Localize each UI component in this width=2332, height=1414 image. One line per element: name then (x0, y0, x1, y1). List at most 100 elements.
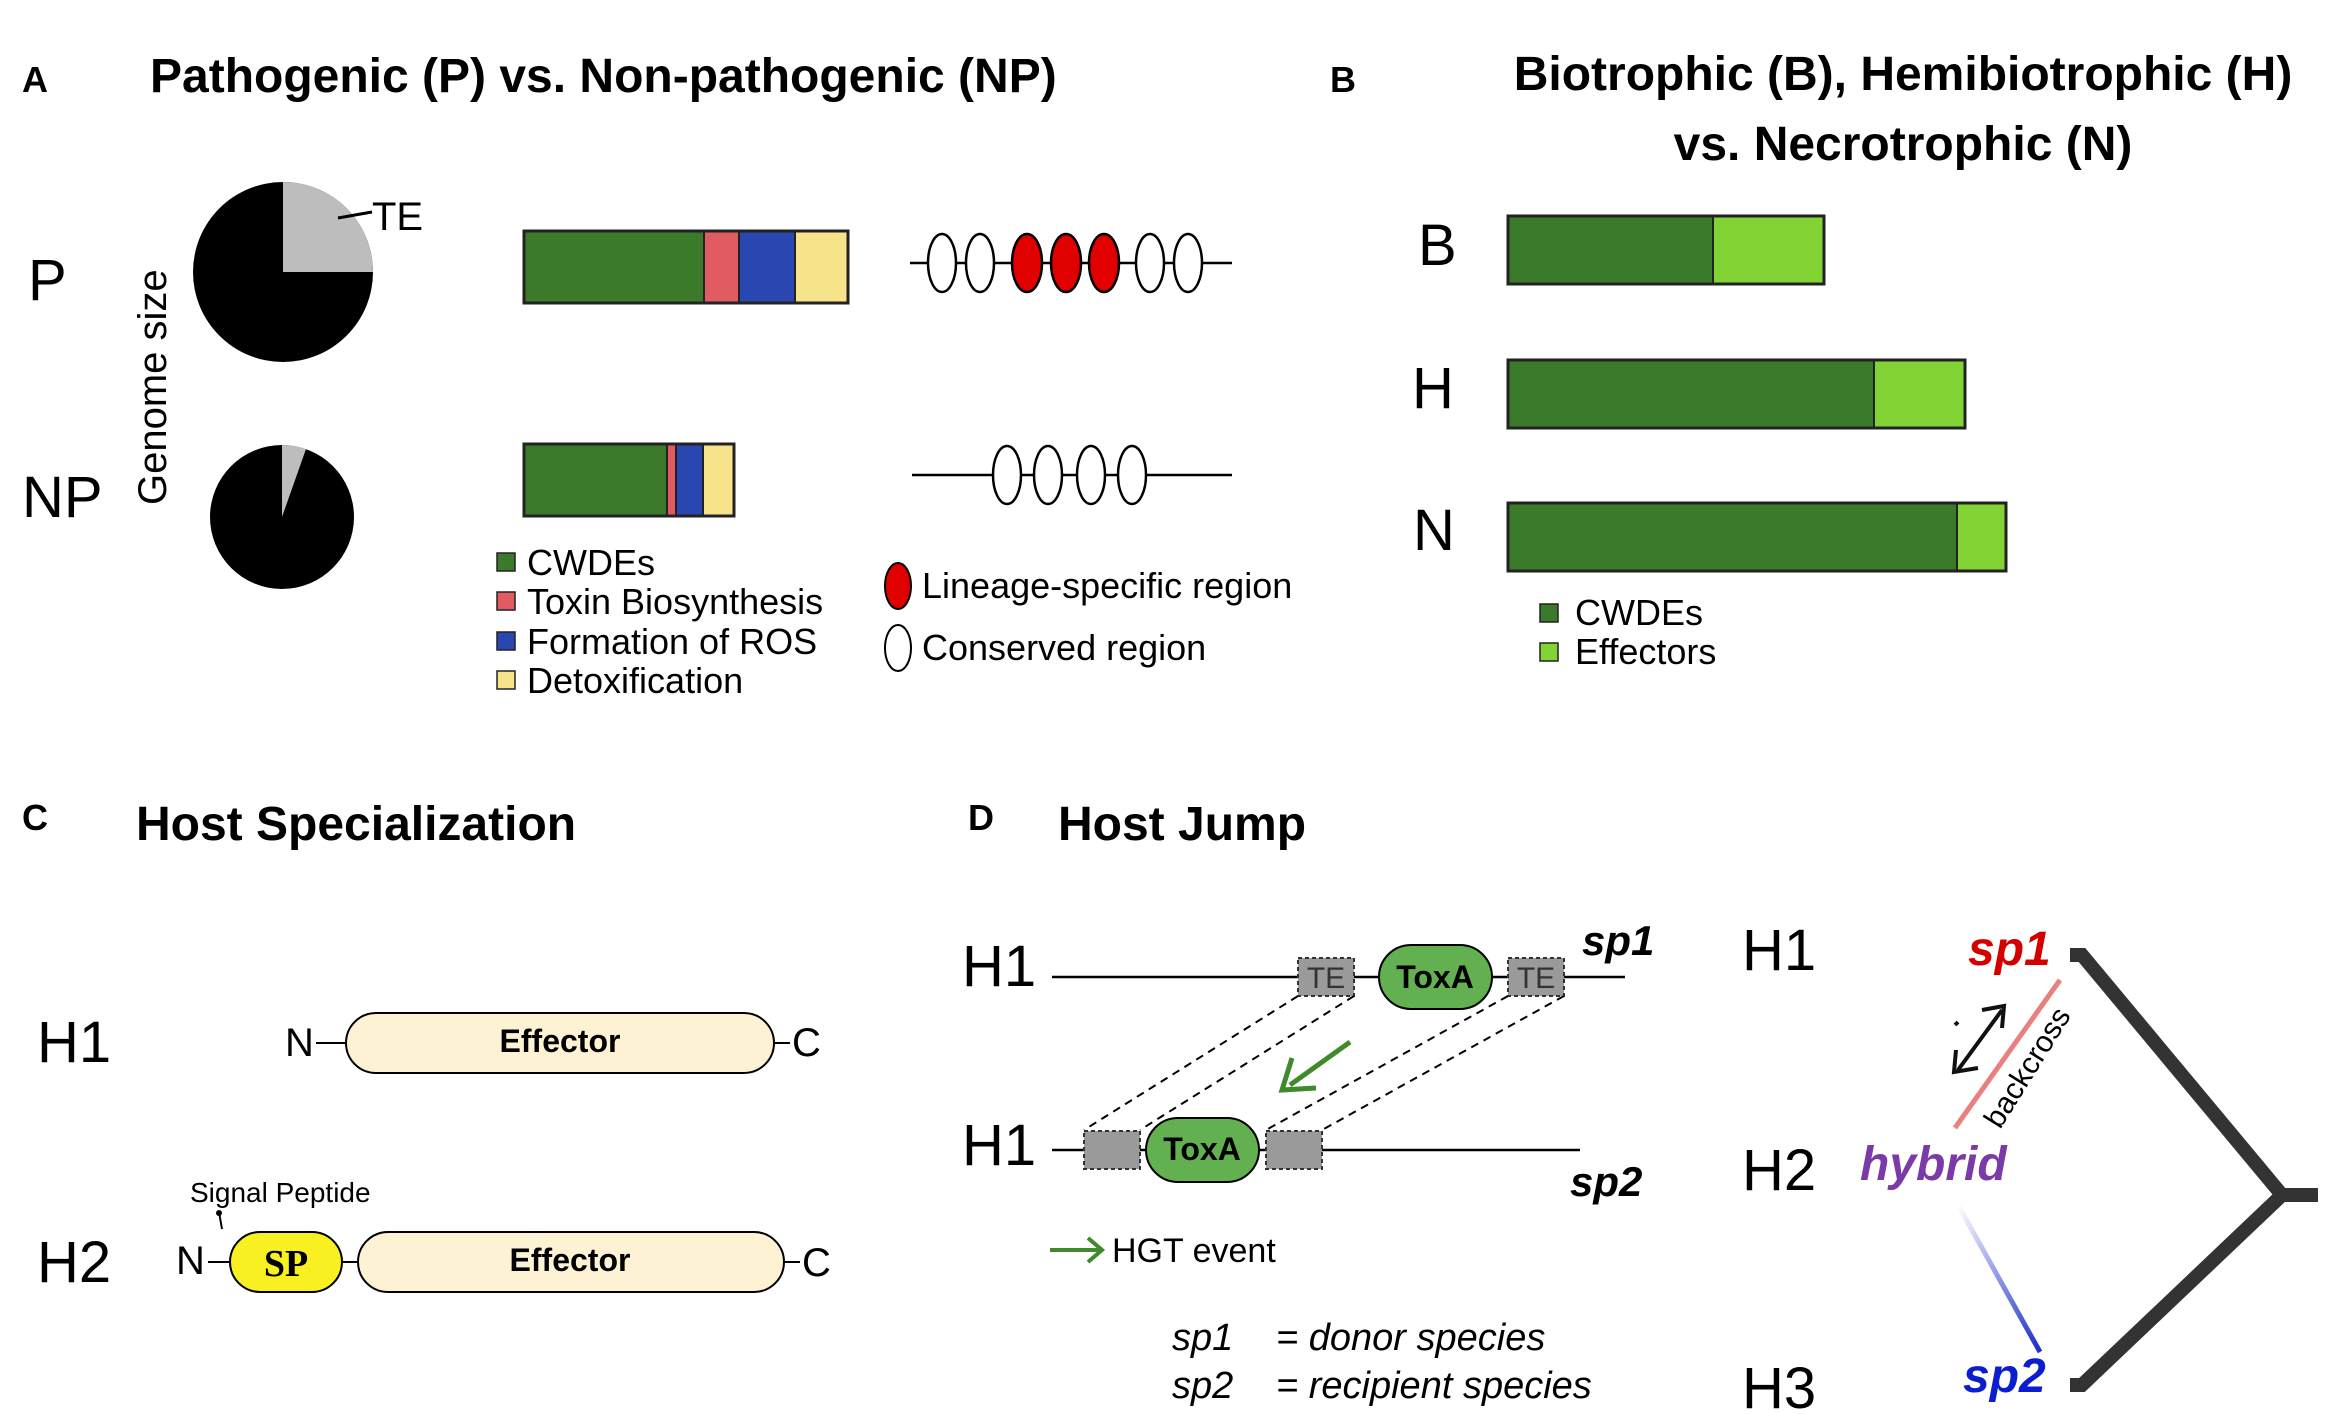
bar-h (1506, 358, 1967, 430)
panel-d-title: Host Jump (1058, 798, 1306, 851)
te-box (1083, 1130, 1141, 1170)
legend-sp1: sp1 (1172, 1317, 1233, 1359)
bar-h-effector (1874, 360, 1965, 428)
sp2-label: sp2 (1570, 1158, 1642, 1205)
bar-np-outline (522, 442, 736, 518)
legend-b-cwde: CWDEs (1575, 592, 1703, 633)
n-terminus: N (285, 1021, 314, 1065)
bar-np-detox (703, 444, 734, 516)
legend-conserved: Conserved region (922, 627, 1206, 668)
hgt-legend: HGT event (1050, 1232, 1276, 1270)
pie-np-te-slice (282, 444, 306, 517)
legend-a: CWDEs Toxin Biosynthesis Formation of RO… (496, 542, 1292, 701)
legend-b-effector: Effectors (1575, 631, 1716, 672)
panel-c: C Host Specialization H1 H2 N Effector C… (22, 797, 831, 1295)
te-box-label: TE (1307, 962, 1345, 995)
n-terminus-h2: N (176, 1239, 205, 1283)
lineage-specific-region (1049, 232, 1083, 294)
legend-sp2: sp2 (1172, 1365, 1233, 1407)
c-terminus: C (792, 1021, 821, 1065)
panel-b-letter: B (1330, 59, 1356, 100)
tree-h2: H2 (1742, 1138, 1816, 1203)
legend-swatch-cwde (496, 552, 516, 572)
chromosome-p (910, 232, 1232, 294)
backcross-arrow (1951, 1003, 2007, 1075)
panel-b-title-line2: vs. Necrotrophic (N) (1674, 118, 2133, 171)
pie-p (193, 182, 373, 362)
row-label-p: P (28, 248, 67, 313)
bar-p-cwde (524, 231, 704, 303)
bar-np-cwde (524, 444, 667, 516)
bar-n-cwde (1508, 503, 1957, 571)
protein-h2: Signal Peptide N SP Effector C (176, 1177, 831, 1293)
row-label-h: H (1412, 356, 1454, 421)
tree-h1: H1 (1742, 918, 1816, 983)
conserved-region (1172, 232, 1204, 294)
legend-swatch-detox (496, 670, 516, 690)
pie-p-te-slice (283, 182, 373, 272)
legend-cwde: CWDEs (527, 542, 655, 583)
hgt-dashed-lines (1083, 995, 1565, 1131)
legend-swatch-cwde-b (1539, 603, 1559, 623)
panel-d-letter: D (968, 797, 994, 838)
row-label-np: NP (22, 465, 103, 530)
te-box (1265, 1130, 1323, 1170)
bar-n-effector (1957, 503, 2006, 571)
tree-sp2: sp2 (1963, 1350, 2046, 1403)
effector-label: Effector (500, 1023, 621, 1059)
row-label-h2-c: H2 (37, 1230, 111, 1295)
legend-swatch-effector (1539, 642, 1559, 662)
sp1-label: sp1 (1582, 917, 1654, 964)
legend-b: CWDEs Effectors (1539, 592, 1716, 672)
panel-c-letter: C (22, 797, 48, 838)
toxa-label-transferred: ToxA (1163, 1131, 1241, 1167)
species-legend: sp1 = donor species sp2 = recipient spec… (1172, 1317, 1592, 1407)
conserved-region (991, 444, 1023, 506)
bar-np-toxin (667, 444, 676, 516)
tree-hybrid: hybrid (1860, 1138, 2008, 1191)
hybrid-tree: H1 H2 H3 sp1 hybrid sp2 backcross (1742, 918, 2318, 1414)
toxa-gene (1378, 944, 1493, 1010)
legend-toxin: Toxin Biosynthesis (527, 581, 823, 622)
row-label-h1-d-bottom: H1 (962, 1113, 1036, 1178)
legend-swatch-toxin (496, 591, 516, 611)
conserved-region (1134, 232, 1166, 294)
hgt-arrow (1278, 1039, 1352, 1093)
te-box (1507, 957, 1565, 997)
conserved-region (1116, 444, 1148, 506)
conserved-region (1075, 444, 1107, 506)
panel-a-letter: A (22, 59, 48, 100)
bar-np-ros (676, 444, 703, 516)
row-label-b: B (1418, 213, 1457, 278)
bar-n (1506, 501, 2008, 573)
legend-lineage-icon (884, 562, 912, 610)
panel-c-title: Host Specialization (136, 798, 576, 851)
lineage-specific-region (1010, 232, 1044, 294)
te-box (1297, 957, 1355, 997)
chromosome-sp2: ToxA sp2 (1052, 1117, 1642, 1205)
bar-p-ros (739, 231, 795, 303)
legend-lineage: Lineage-specific region (922, 565, 1292, 606)
tree-h3: H3 (1742, 1356, 1816, 1414)
row-label-h1-d-top: H1 (962, 934, 1036, 999)
sp-label: SP (264, 1243, 308, 1285)
signal-peptide-label: Signal Peptide (190, 1177, 371, 1208)
toxa-gene-transferred (1145, 1117, 1260, 1183)
chromosome-sp1: TE ToxA TE sp1 (1052, 917, 1654, 1010)
conserved-region (926, 232, 958, 294)
te-leader-line (337, 210, 373, 220)
legend-ros: Formation of ROS (527, 621, 817, 662)
genome-size-axis-label: Genome size (131, 269, 175, 505)
tree-branch-upper (2070, 948, 2318, 1202)
legend-detox: Detoxification (527, 660, 743, 701)
tree-branch-lower (2070, 1189, 2287, 1392)
legend-swatch-ros (496, 631, 516, 651)
toxa-label: ToxA (1396, 959, 1474, 995)
legend-sp1-desc: = donor species (1276, 1317, 1545, 1359)
bar-p-toxin (704, 231, 739, 303)
bar-np (522, 442, 736, 518)
conserved-region (964, 232, 996, 294)
bar-b-cwde (1508, 216, 1713, 284)
hgt-event-label: HGT event (1112, 1232, 1276, 1270)
